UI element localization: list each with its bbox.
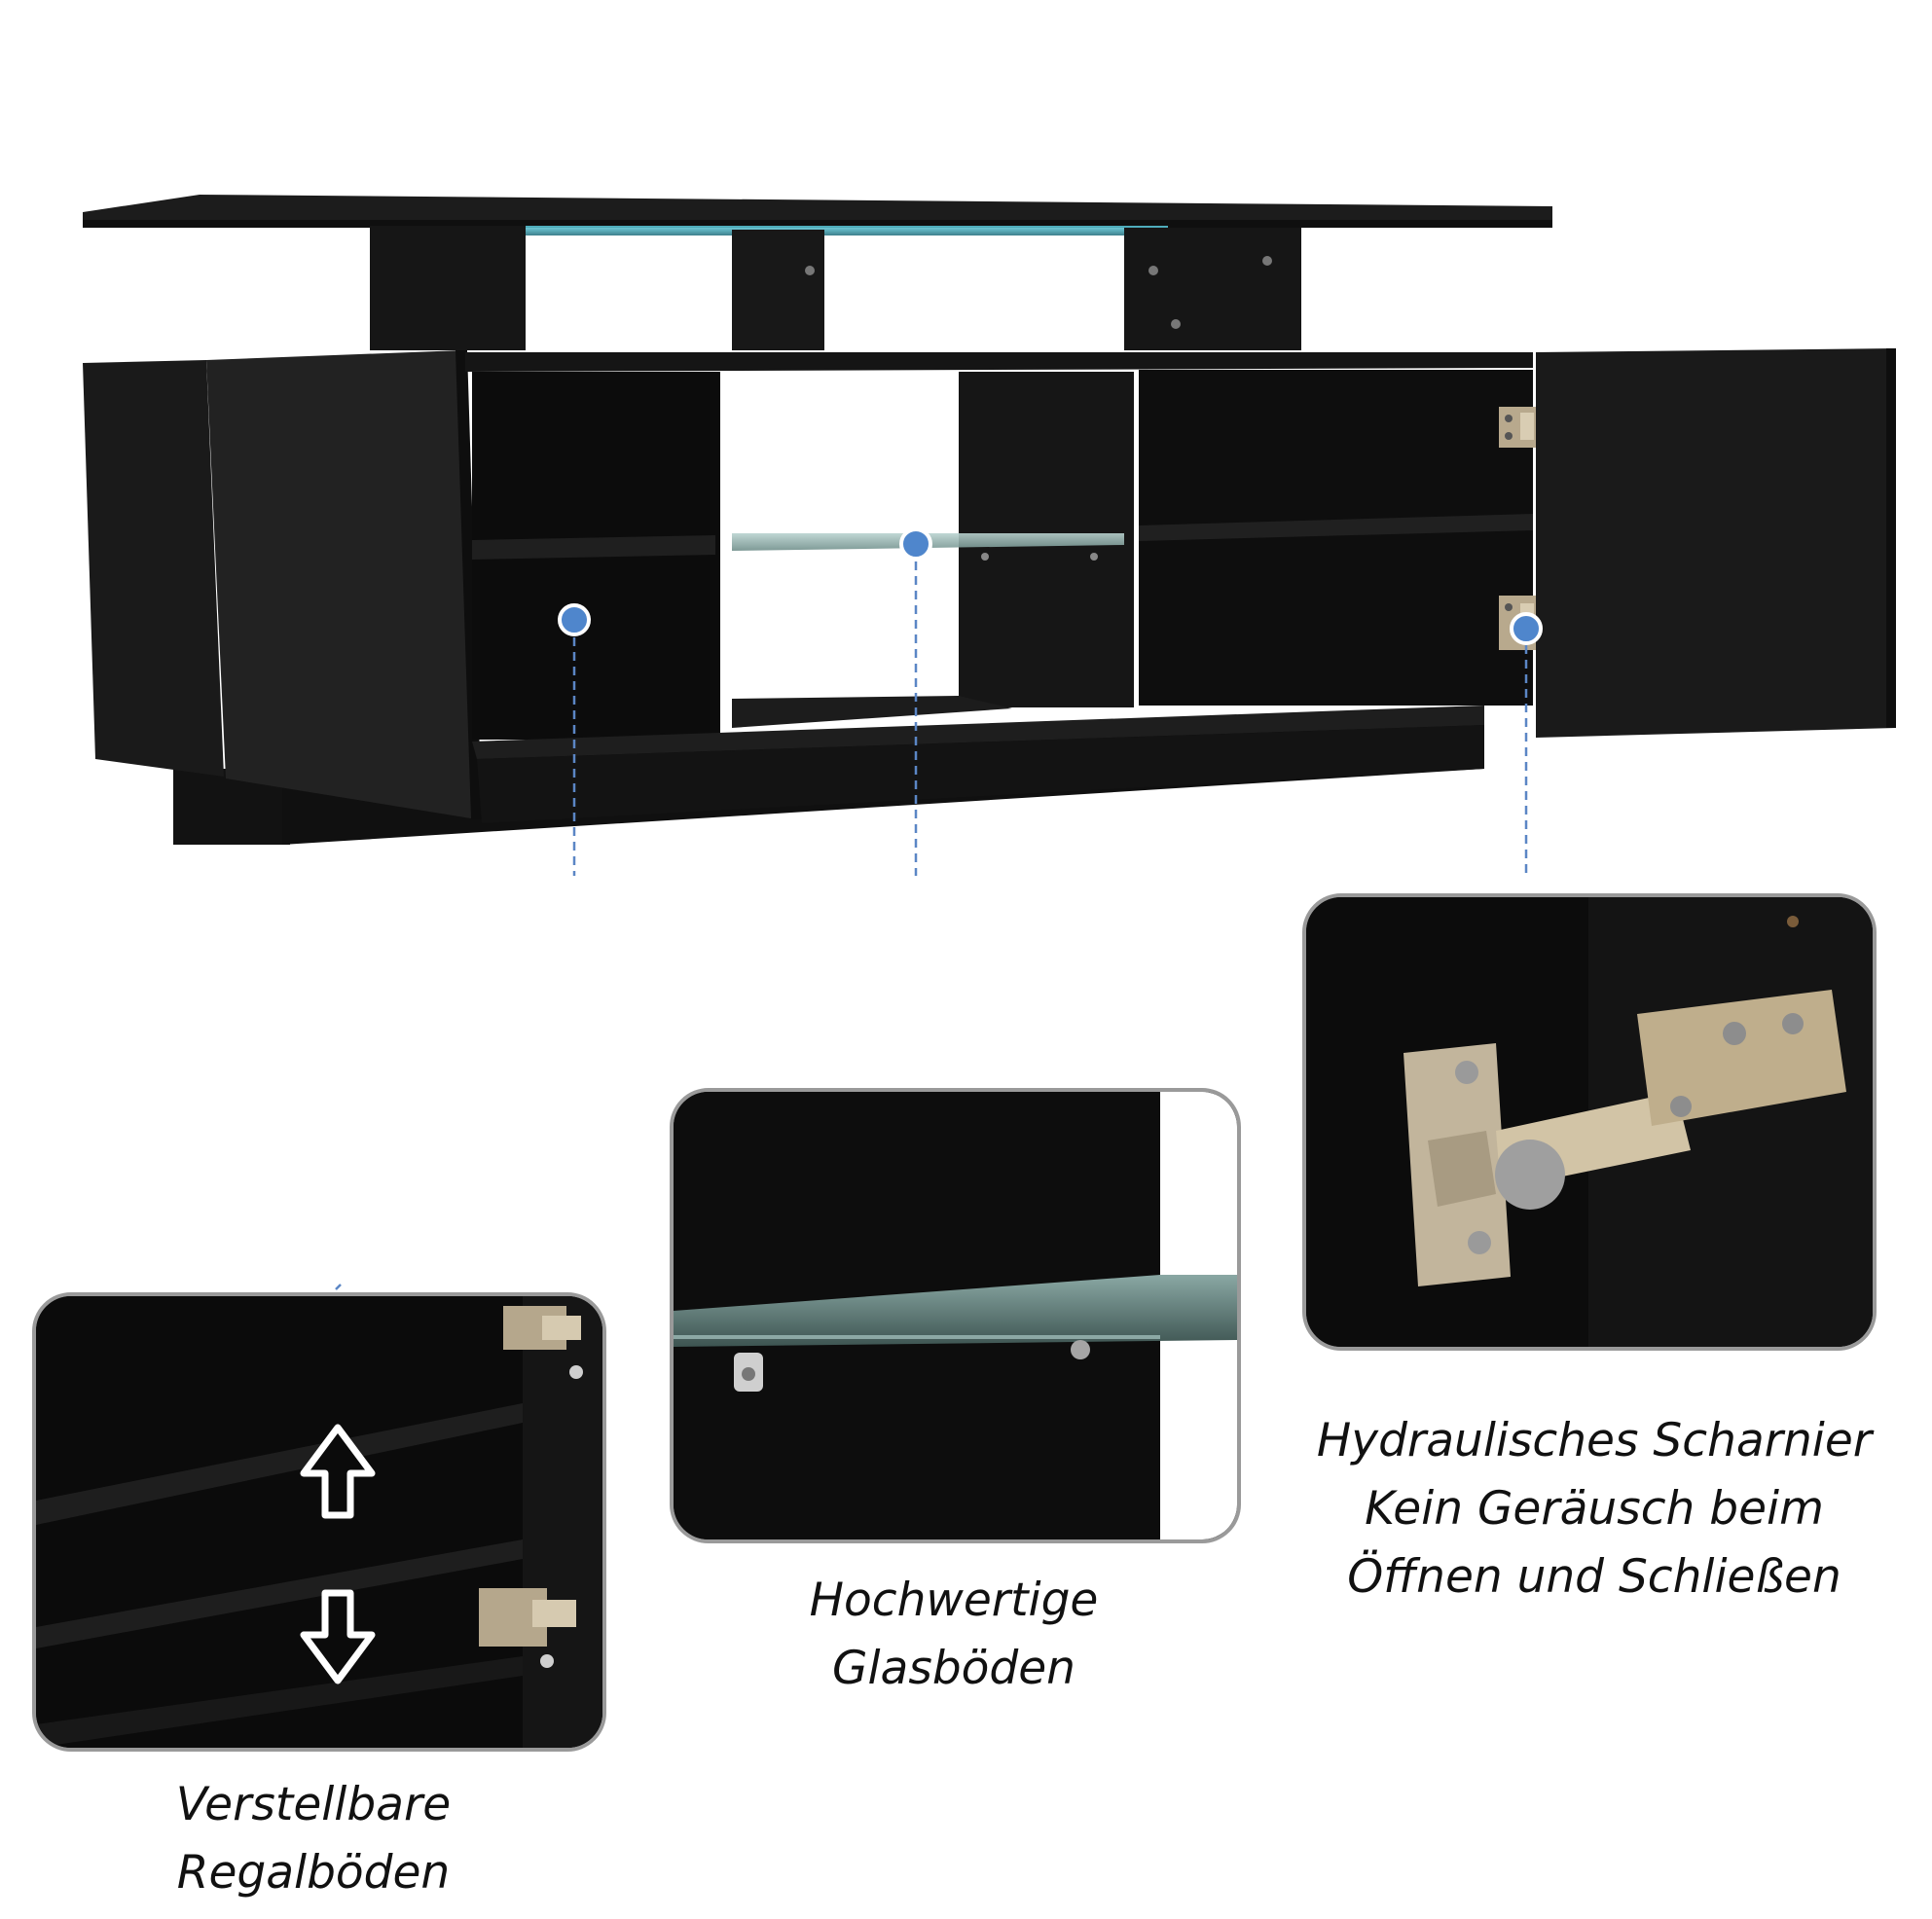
right-open-door-edge <box>1886 348 1896 728</box>
hinge-closeup <box>1306 897 1873 1347</box>
detail-panel-shelves <box>32 1292 606 1752</box>
upper-support-right <box>1124 228 1301 350</box>
arrow-down-icon <box>300 1589 376 1684</box>
upper-support-center <box>732 230 824 350</box>
right-adjustable-shelf <box>1139 514 1533 541</box>
shelves-closeup <box>36 1296 602 1748</box>
bottom-front <box>477 725 1484 823</box>
cabinet-top <box>465 352 1533 372</box>
glass-shelf-closeup <box>674 1092 1237 1539</box>
top-board-edge <box>83 220 1552 228</box>
caption-shelves-line1: Verstellbare <box>175 1778 452 1831</box>
detail-panel-hinge <box>1302 893 1877 1351</box>
right-open-door <box>1536 348 1896 738</box>
caption-glass-line2: Glasböden <box>832 1642 1075 1695</box>
shelf-support <box>981 553 989 561</box>
hinge-mounting-plate <box>1403 1043 1511 1286</box>
shelf-pin-left <box>734 1353 763 1392</box>
arrow-up-icon <box>300 1424 376 1519</box>
shelf-pin-right <box>1071 1340 1090 1359</box>
led-strip <box>526 226 1168 235</box>
caption-hydraulic-hinge: Hydraulisches Scharnier Kein Geräusch be… <box>1283 1407 1906 1611</box>
bottom-rail <box>472 706 1484 759</box>
shelf-support <box>1090 553 1098 561</box>
caption-glass-line1: Hochwertige <box>809 1574 1099 1627</box>
screw <box>805 266 815 275</box>
top-board <box>83 195 1552 226</box>
hinge-bottom <box>479 1588 576 1668</box>
caption-glass-shelves: Hochwertige Glasböden <box>711 1567 1197 1703</box>
marker-hinge <box>1510 612 1543 645</box>
marker-shelves <box>558 603 591 636</box>
screw <box>1262 256 1272 266</box>
hinge-cup <box>1495 1140 1565 1210</box>
upper-support-left <box>370 226 526 350</box>
caption-adjustable-shelves: Verstellbare Regalböden <box>70 1771 557 1907</box>
caption-shelves-line2: Regalböden <box>176 1846 451 1900</box>
left-adjustable-shelf <box>472 535 715 560</box>
upper-hinge <box>1499 407 1536 448</box>
marker-glass <box>899 527 932 561</box>
detail-panel-glass <box>670 1088 1241 1543</box>
caption-hinge-line1: Hydraulisches Scharnier <box>1316 1414 1873 1467</box>
left-door <box>206 350 477 819</box>
caption-hinge-line3: Öffnen und Schließen <box>1347 1550 1841 1604</box>
screw <box>1148 266 1158 275</box>
screw <box>1171 319 1181 329</box>
tv-cabinet-illustration <box>83 195 1896 876</box>
screw-hole <box>1787 916 1799 927</box>
left-side-block <box>83 360 224 777</box>
hinge-top <box>503 1306 583 1379</box>
center-bottom-board <box>732 696 1012 728</box>
caption-hinge-line2: Kein Geräusch beim <box>1365 1482 1824 1536</box>
